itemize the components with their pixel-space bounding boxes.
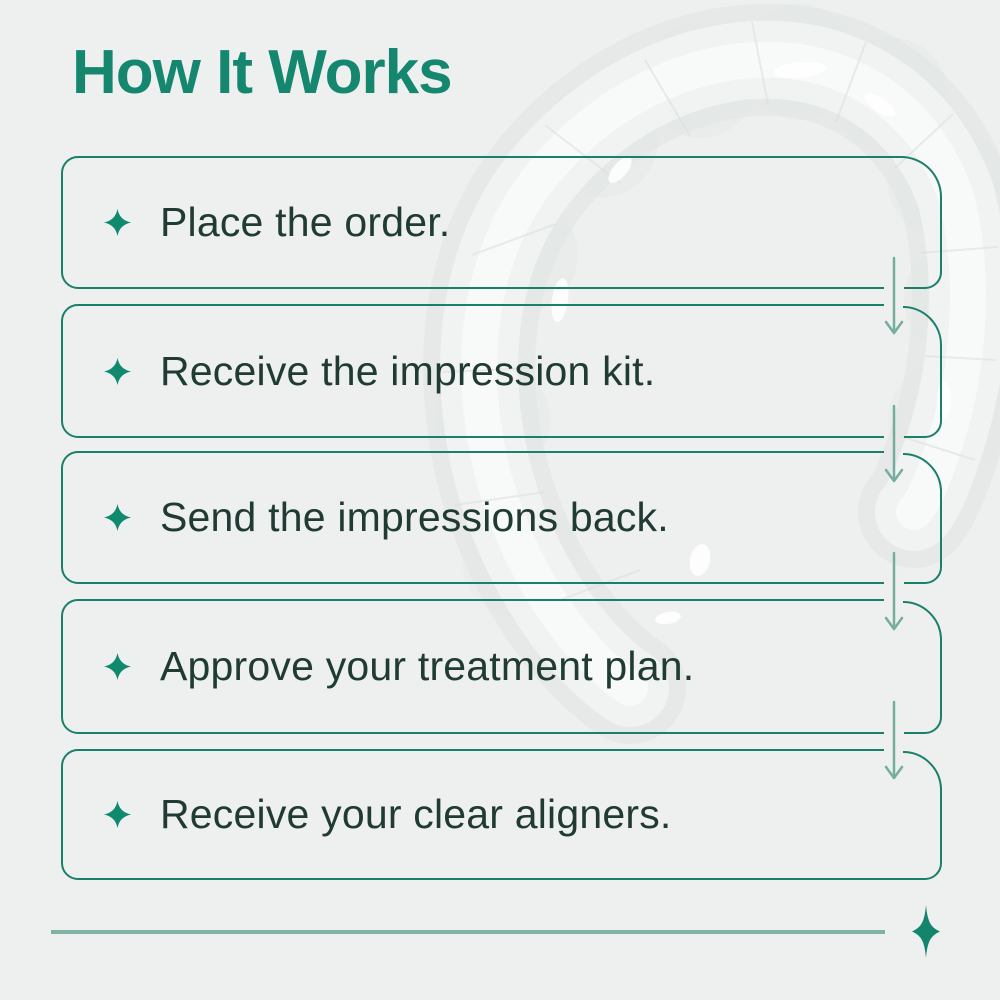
step-box-4-outline — [61, 599, 942, 734]
divider-sparkle-icon — [912, 905, 940, 958]
down-arrow-1 — [884, 256, 904, 335]
step-card-5: Receive your clear aligners. — [62, 750, 941, 879]
step-card-3: Send the impressions back. — [62, 452, 941, 583]
down-arrow-3 — [884, 551, 904, 631]
step-card-4: Approve your treatment plan. — [62, 600, 941, 733]
step-box-3-outline — [61, 451, 942, 584]
sparkle-bullet-icon — [104, 653, 131, 680]
down-arrow-2 — [884, 404, 904, 483]
step-box-2-outline — [61, 304, 942, 438]
sparkle-bullet-icon — [104, 801, 131, 828]
step-label: Receive the impression kit. — [160, 347, 656, 394]
sparkle-bullet-icon — [104, 357, 131, 385]
connector-arrows — [884, 256, 904, 780]
step-box-5-outline — [61, 749, 942, 880]
footer-divider — [51, 905, 940, 958]
step-label: Place the order. — [160, 199, 451, 245]
aligner-background-image — [423, 3, 1000, 744]
page-title: How It Works — [72, 38, 453, 107]
step-label: Send the impressions back. — [160, 494, 669, 540]
sparkle-bullet-icon — [104, 209, 131, 236]
step-label: Receive your clear aligners. — [160, 791, 672, 837]
sparkle-bullet-icon — [104, 504, 131, 531]
step-box-1-outline — [61, 156, 942, 289]
step-card-1: Place the order. — [62, 157, 941, 288]
step-box-outlines — [61, 156, 942, 880]
down-arrow-4 — [884, 700, 904, 780]
step-label: Approve your treatment plan. — [160, 643, 695, 689]
step-card-2: Receive the impression kit. — [62, 305, 941, 437]
